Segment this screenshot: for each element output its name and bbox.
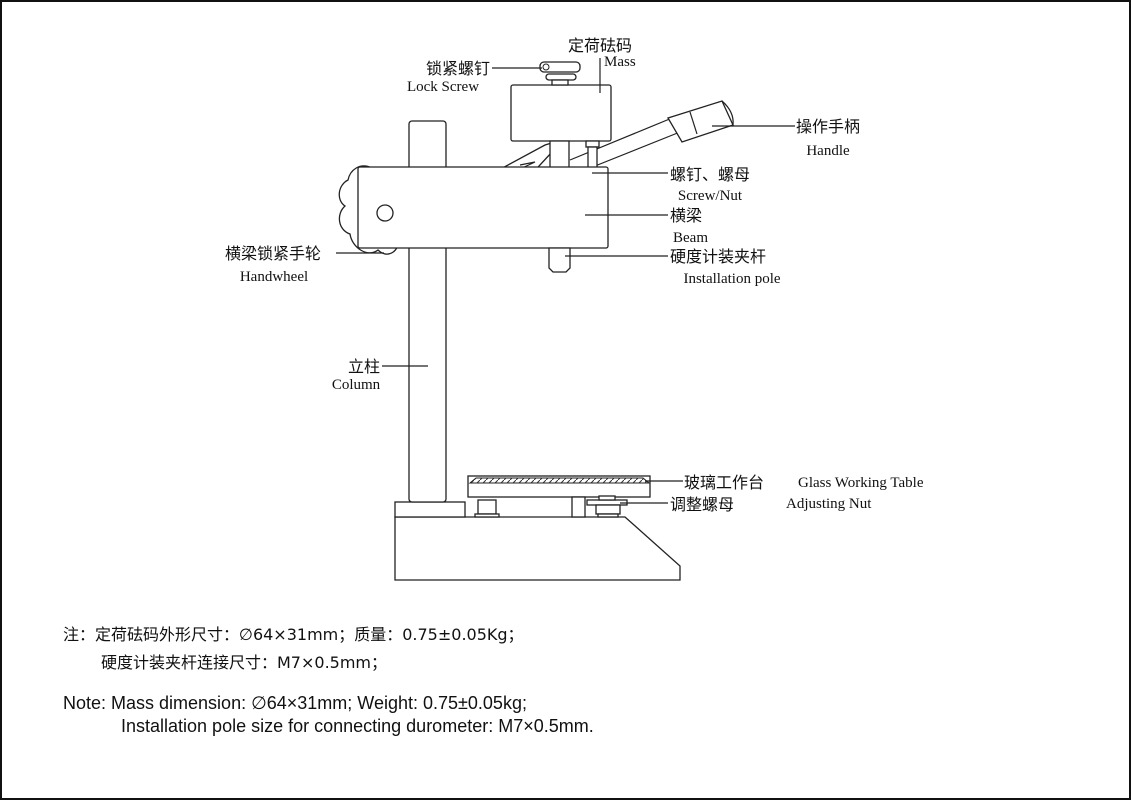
installation-pole <box>548 247 571 273</box>
label-handle-en: Handle <box>806 143 850 159</box>
note-zh-line2: 硬度计装夹杆连接尺寸：M7×0.5mm； <box>101 653 387 672</box>
label-installation-pole-zh: 硬度计装夹杆 <box>670 247 766 266</box>
label-lock-screw-zh: 锁紧螺钉 <box>426 59 490 78</box>
label-screw-nut-zh: 螺钉、螺母 <box>670 165 750 184</box>
mass <box>510 61 612 170</box>
label-mass-zh: 定荷砝码 <box>568 36 632 55</box>
label-beam-zh: 横梁 <box>670 206 702 225</box>
note-en-line1: Note: Mass dimension: ∅64×31mm; Weight: … <box>63 693 527 713</box>
leader-lines <box>336 58 795 504</box>
label-adjusting-nut-zh: 调整螺母 <box>670 495 734 514</box>
label-glass-table-en: Glass Working Table <box>798 475 924 491</box>
beam-hole <box>376 204 394 222</box>
adjusting-nut <box>586 495 628 518</box>
note-zh-line1: 注：定荷砝码外形尺寸：∅64×31mm；质量：0.75±0.05Kg； <box>63 625 524 644</box>
label-column-zh: 立柱 <box>348 357 380 376</box>
base <box>394 501 681 581</box>
label-mass-en: Mass <box>604 54 636 70</box>
beam <box>357 166 609 273</box>
label-lock-screw-en: Lock Screw <box>407 79 479 95</box>
screw-nut <box>585 140 600 148</box>
label-handwheel-en: Handwheel <box>240 269 308 285</box>
label-glass-table-zh: 玻璃工作台 <box>684 473 764 492</box>
label-handle-zh: 操作手柄 <box>796 117 860 136</box>
label-handwheel-zh: 横梁锁紧手轮 <box>225 244 321 263</box>
note-en-line2: Installation pole size for connecting du… <box>121 716 594 736</box>
label-adjusting-nut-en: Adjusting Nut <box>786 496 872 512</box>
label-installation-pole-en: Installation pole <box>683 271 780 287</box>
column-foot <box>394 501 466 518</box>
label-column-en: Column <box>332 377 381 393</box>
glass-working-table <box>467 475 651 518</box>
label-screw-nut-en: Screw/Nut <box>678 188 743 204</box>
lock-screw <box>539 61 581 73</box>
label-beam-en: Beam <box>673 230 708 246</box>
